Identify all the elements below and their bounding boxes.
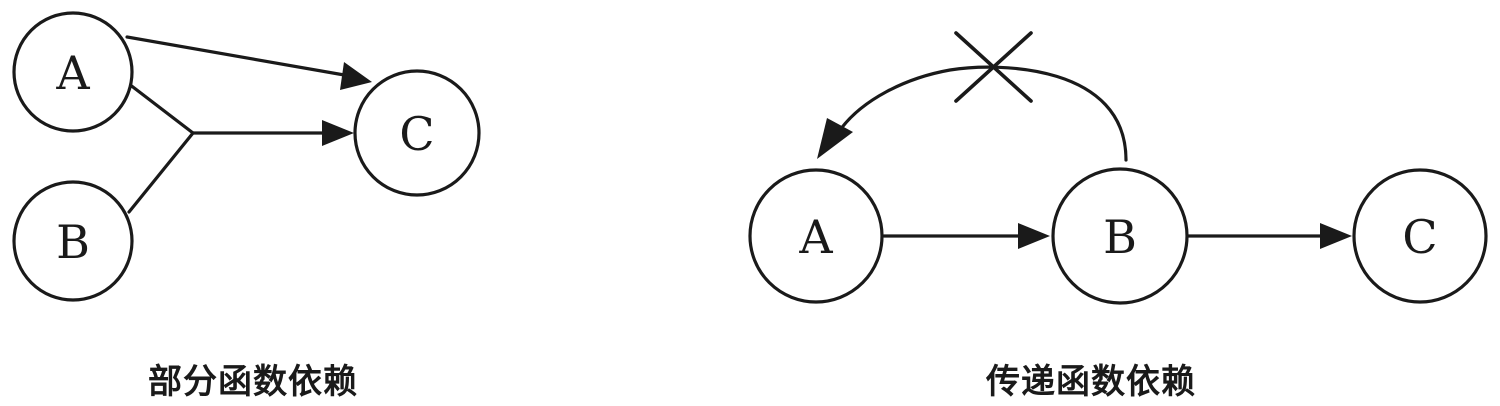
arrow-head-a-to-b: [1018, 223, 1050, 249]
arrow-head-ab-to-c: [322, 120, 354, 146]
edge-a-to-c: [125, 35, 352, 78]
left-node-c-label: C: [399, 107, 434, 161]
right-node-a-label: A: [798, 210, 833, 264]
left-node-c: C: [353, 69, 481, 197]
partial-dependency-caption: 部分函数依赖: [148, 362, 358, 402]
right-node-c-label: C: [1402, 210, 1437, 264]
right-node-a: A: [748, 168, 884, 304]
edge-b-to-a-negated: [838, 65, 1128, 162]
right-node-c: C: [1352, 168, 1488, 304]
left-node-a-label: A: [55, 46, 90, 100]
transitive-dependency-caption: 传递函数依赖: [985, 362, 1196, 402]
arrow-head-a-to-c: [340, 62, 372, 90]
right-node-b: B: [1051, 167, 1189, 305]
left-node-b: B: [12, 180, 134, 302]
right-node-b-label: B: [1103, 210, 1137, 264]
edge-a-join: [127, 82, 195, 135]
edge-b-join: [127, 131, 195, 214]
arrow-head-b-to-c: [1320, 223, 1352, 249]
negation-cross-icon: [954, 31, 1033, 103]
left-node-b-label: B: [56, 215, 90, 269]
arrow-head-b-to-a: [817, 118, 853, 159]
left-node-a: A: [12, 11, 134, 133]
transitive-dependency-diagram: A B C 传递函数依赖: [748, 31, 1488, 402]
partial-dependency-diagram: A B C 部分函数依赖: [12, 11, 481, 402]
